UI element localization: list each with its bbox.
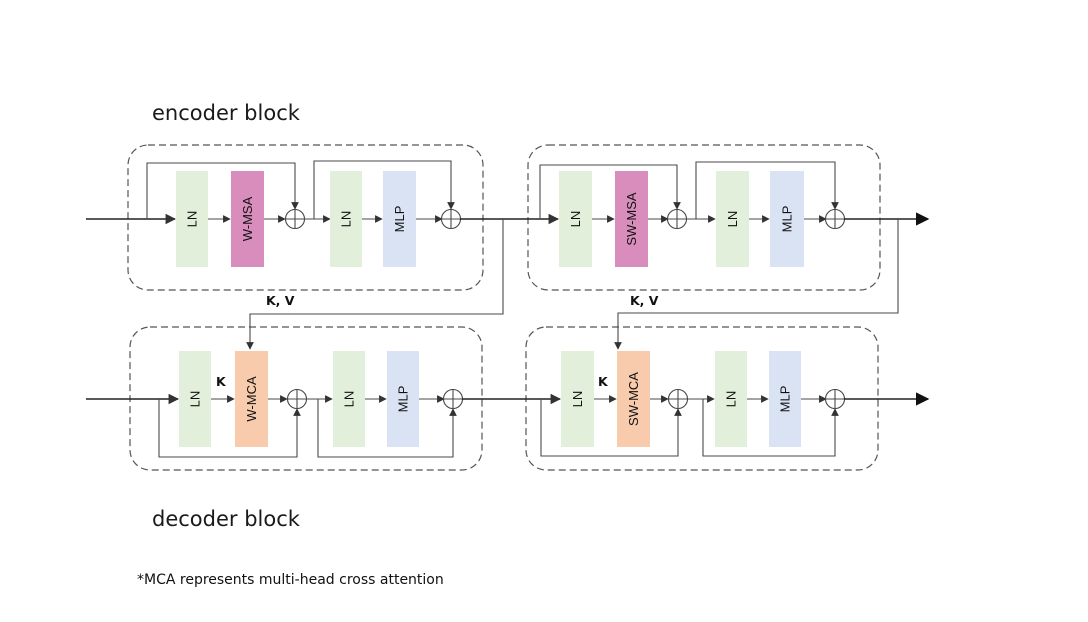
ln-block <box>176 171 208 267</box>
sw-msa-label: SW-MSA <box>624 192 639 246</box>
w-mca-label: W-MCA <box>244 376 259 422</box>
encoder-block-2: LN SW-MSA LN MLP <box>539 161 930 267</box>
ln-label: LN <box>339 211 354 228</box>
ln-block <box>330 171 362 267</box>
decoder-block-2: LN K SW-MCA LN MLP <box>540 351 930 457</box>
ln-block <box>333 351 365 447</box>
ln-label: LN <box>724 391 739 408</box>
encoder-block-1-frame <box>127 144 484 291</box>
ln-block <box>561 351 594 447</box>
sw-mca-block <box>617 351 650 447</box>
mlp-block <box>383 171 416 267</box>
w-msa-label: W-MSA <box>240 196 255 241</box>
ln-label: LN <box>570 391 585 408</box>
decoder-block-title: decoder block <box>152 507 301 531</box>
mlp-block <box>769 351 801 447</box>
ln-label: LN <box>342 391 357 408</box>
ln-label: LN <box>185 211 200 228</box>
ln-block <box>715 351 747 447</box>
mlp-block <box>387 351 419 447</box>
w-msa-block <box>231 171 264 267</box>
ln-block <box>179 351 211 447</box>
mlp-label: MLP <box>780 206 795 233</box>
encoder-block-2-frame <box>527 144 881 291</box>
ln-block <box>716 171 749 267</box>
sw-mca-label: SW-MCA <box>626 372 641 426</box>
mlp-label: MLP <box>392 206 407 233</box>
w-mca-block <box>235 351 268 447</box>
kv-label-2: K, V <box>630 293 659 308</box>
kv-label-1: K, V <box>266 293 295 308</box>
ln-label: LN <box>188 391 203 408</box>
encoder-block-1: LN W-MSA LN MLP <box>86 160 462 267</box>
decoder-block-1: LN K W-MCA LN MLP <box>86 351 464 458</box>
sw-msa-block <box>615 171 648 267</box>
mlp-label: MLP <box>778 386 793 413</box>
mlp-block <box>770 171 804 267</box>
ln-label: LN <box>568 211 583 228</box>
ln-block <box>559 171 592 267</box>
footnote: *MCA represents multi-head cross attenti… <box>137 572 444 588</box>
mlp-label: MLP <box>396 386 411 413</box>
k-label: K <box>598 374 609 389</box>
encoder-block-title: encoder block <box>152 101 301 125</box>
kv-connector-2 <box>614 219 899 350</box>
kv-connector-1 <box>246 219 504 350</box>
k-label: K <box>216 374 227 389</box>
ln-label: LN <box>725 211 740 228</box>
